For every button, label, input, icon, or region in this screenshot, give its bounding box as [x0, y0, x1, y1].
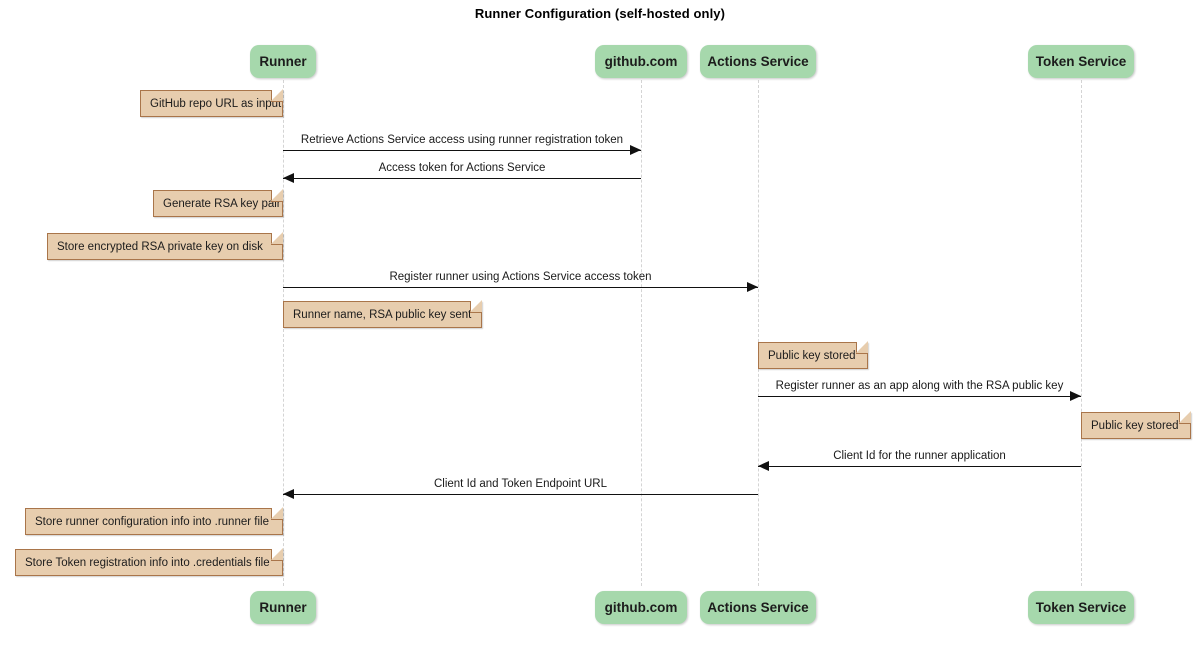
participant-label: Runner	[259, 54, 307, 69]
note-pubkey-token: Public key stored	[1081, 411, 1191, 439]
message-line-msg-client-id-endpoint	[283, 494, 758, 495]
note-text: Generate RSA key pair	[163, 197, 281, 210]
participant-label: github.com	[604, 54, 678, 69]
note-fold-corner-icon	[1179, 411, 1191, 424]
participant-actions-bottom[interactable]: Actions Service	[700, 591, 816, 624]
message-label-msg-register-runner: Register runner using Actions Service ac…	[389, 271, 652, 283]
note-generate-rsa: Generate RSA key pair	[153, 189, 283, 217]
note-store-priv-key: Store encrypted RSA private key on disk	[47, 232, 283, 260]
note-fold-corner-icon	[271, 548, 283, 561]
message-arrowhead-msg-client-id-endpoint	[283, 489, 294, 499]
participant-label: Actions Service	[707, 54, 809, 69]
participant-runner-top[interactable]: Runner	[250, 45, 316, 78]
note-text: Runner name, RSA public key sent	[293, 308, 472, 321]
message-label-msg-client-id: Client Id for the runner application	[833, 450, 1006, 462]
message-arrowhead-msg-register-app	[1070, 391, 1081, 401]
participant-token-top[interactable]: Token Service	[1028, 45, 1134, 78]
note-store-runner: Store runner configuration info into .ru…	[25, 507, 283, 535]
note-store-creds: Store Token registration info into .cred…	[15, 548, 283, 576]
note-text: GitHub repo URL as input	[150, 97, 282, 110]
lifeline-token	[1081, 80, 1083, 586]
participant-github-bottom[interactable]: github.com	[595, 591, 687, 624]
note-fold-corner-icon	[271, 232, 283, 245]
participant-runner-bottom[interactable]: Runner	[250, 591, 316, 624]
message-line-msg-retrieve-access	[283, 150, 641, 151]
participant-label: github.com	[604, 600, 678, 615]
message-line-msg-register-app	[758, 396, 1081, 397]
message-label-msg-client-id-endpoint: Client Id and Token Endpoint URL	[433, 478, 608, 490]
participant-actions-top[interactable]: Actions Service	[700, 45, 816, 78]
note-text: Public key stored	[768, 349, 856, 362]
note-fold-corner-icon	[271, 189, 283, 202]
lifeline-runner	[283, 80, 285, 586]
lifeline-actions	[758, 80, 760, 586]
note-text: Store Token registration info into .cred…	[25, 556, 270, 569]
participant-label: Token Service	[1035, 54, 1127, 69]
note-pubkey-actions: Public key stored	[758, 341, 868, 369]
note-runner-name: Runner name, RSA public key sent	[283, 300, 482, 328]
message-arrowhead-msg-retrieve-access	[630, 145, 641, 155]
note-text: Public key stored	[1091, 419, 1179, 432]
participant-token-bottom[interactable]: Token Service	[1028, 591, 1134, 624]
participant-github-top[interactable]: github.com	[595, 45, 687, 78]
note-text: Store encrypted RSA private key on disk	[57, 240, 263, 253]
participant-label: Actions Service	[707, 600, 809, 615]
note-text: Store runner configuration info into .ru…	[35, 515, 269, 528]
participant-label: Runner	[259, 600, 307, 615]
lifeline-github	[641, 80, 643, 586]
message-line-msg-register-runner	[283, 287, 758, 288]
page-title: Runner Configuration (self-hosted only)	[474, 6, 726, 21]
message-label-msg-retrieve-access: Retrieve Actions Service access using ru…	[300, 134, 624, 146]
message-line-msg-client-id	[758, 466, 1081, 467]
message-label-msg-register-app: Register runner as an app along with the…	[775, 380, 1064, 392]
message-arrowhead-msg-client-id	[758, 461, 769, 471]
note-fold-corner-icon	[271, 507, 283, 520]
participant-label: Token Service	[1035, 600, 1127, 615]
message-label-msg-access-token: Access token for Actions Service	[378, 162, 546, 174]
note-fold-corner-icon	[470, 300, 482, 313]
note-fold-corner-icon	[856, 341, 868, 354]
message-arrowhead-msg-register-runner	[747, 282, 758, 292]
note-fold-corner-icon	[271, 89, 283, 102]
note-repo-url: GitHub repo URL as input	[140, 89, 283, 117]
message-line-msg-access-token	[283, 178, 641, 179]
message-arrowhead-msg-access-token	[283, 173, 294, 183]
